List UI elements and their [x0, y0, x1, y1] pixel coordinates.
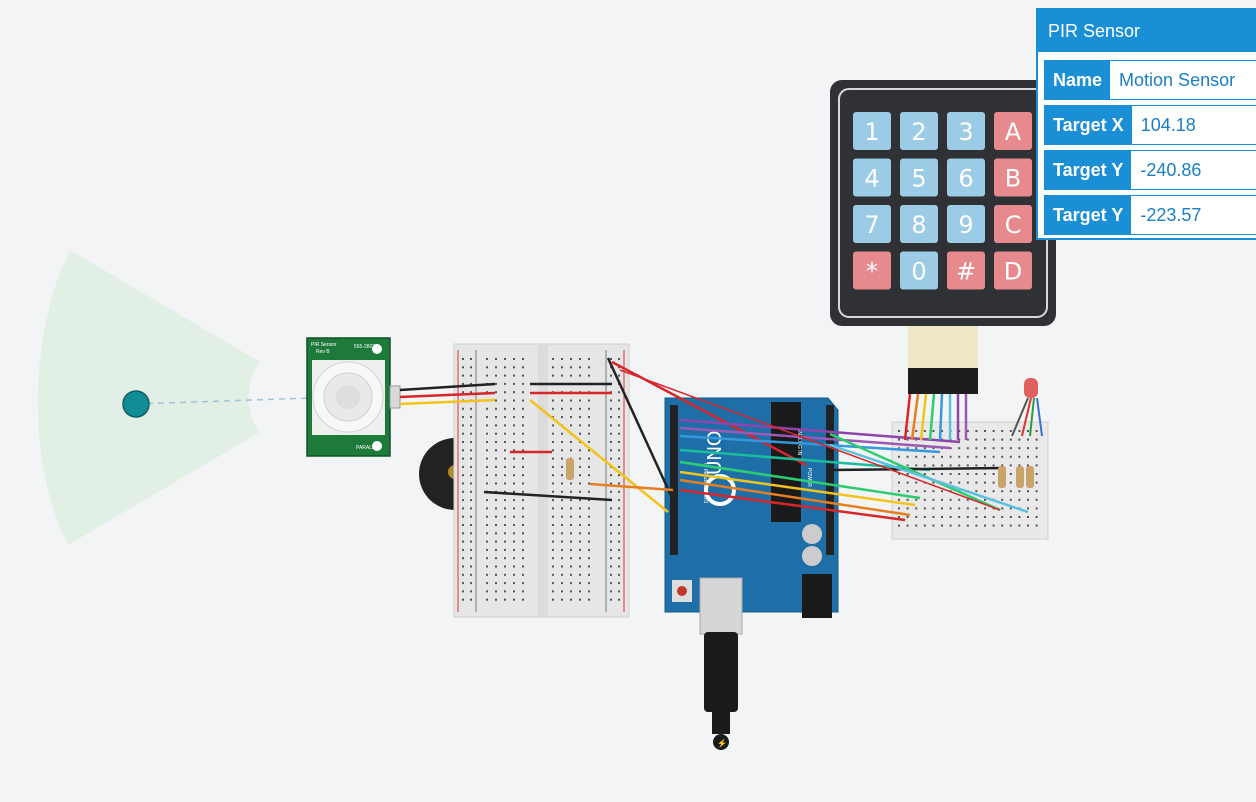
keypad-key-face[interactable] [853, 205, 891, 243]
keypad-key-face[interactable] [947, 158, 985, 197]
svg-text:⚡: ⚡ [717, 738, 727, 748]
property-value-name[interactable]: Motion Sensor [1110, 61, 1236, 99]
keypad-key-face[interactable] [900, 251, 938, 290]
property-label: Target Y [1045, 151, 1132, 189]
keypad-key-face[interactable] [994, 158, 1032, 197]
pir-detection-cone [37, 250, 311, 545]
keypad-key-label: 5 [911, 165, 926, 193]
pir-label-left: PIR Sensor [311, 342, 337, 348]
keypad-keys[interactable]: 1 2 3 A 4 5 6 B 7 8 9 C * 0 # D [853, 112, 1032, 290]
keypad-key-face[interactable] [900, 158, 938, 197]
keypad-key-face[interactable] [947, 251, 985, 290]
keypad-key[interactable]: 1 [853, 112, 891, 150]
keypad-key-label: 7 [864, 211, 879, 239]
keypad-key-label: A [1005, 118, 1022, 146]
wires [399, 357, 1029, 522]
property-target-y-row[interactable]: Target Y -240.86 [1044, 150, 1256, 190]
resistors [566, 458, 1034, 488]
pir-sensor[interactable]: PIR Sensor Rev B 555-28027 PARALLAX [306, 337, 401, 457]
keypad-key[interactable]: 8 [900, 205, 938, 243]
property-label: Target Y [1045, 196, 1132, 234]
keypad-key[interactable]: 5 [900, 158, 938, 197]
keypad-key[interactable]: * [853, 251, 891, 290]
keypad-key-face[interactable] [994, 205, 1032, 243]
breadboard-left-rail-holes [462, 358, 472, 601]
keypad-key-label: 0 [911, 258, 926, 286]
property-label: Target X [1045, 106, 1132, 144]
keypad-key[interactable]: B [994, 158, 1032, 197]
keypad-key[interactable]: 0 [900, 251, 938, 290]
keypad-ribbon-cable [908, 326, 978, 394]
keypad-key-label: # [956, 258, 976, 286]
property-target-x-row[interactable]: Target X 104.18 [1044, 105, 1256, 145]
keypad-key-face[interactable] [947, 112, 985, 150]
keypad-key-face[interactable] [994, 112, 1032, 150]
keypad-key[interactable]: 6 [947, 158, 985, 197]
keypad-key-label: 1 [864, 118, 879, 146]
keypad-key[interactable]: 4 [853, 158, 891, 197]
rgb-led[interactable] [1011, 378, 1043, 437]
inspector-title: PIR Sensor [1038, 10, 1256, 52]
keypad-key-label: C [1005, 211, 1022, 239]
keypad-key-face[interactable] [900, 112, 938, 150]
keypad-key[interactable]: A [994, 112, 1032, 150]
property-name-row[interactable]: Name Motion Sensor [1044, 60, 1256, 100]
arduino-label-analog: ANALOG IN [796, 428, 802, 456]
pir-label-part: 555-28027 [354, 344, 378, 350]
keypad-key[interactable]: 2 [900, 112, 938, 150]
property-value-target-y[interactable]: -240.86 [1131, 151, 1202, 189]
keypad-key-label: D [1004, 258, 1022, 286]
keypad-key-label: 9 [958, 211, 973, 239]
keypad-key-label: * [866, 258, 878, 286]
inspector-panel: PIR Sensor Name Motion Sensor Target X 1… [1036, 8, 1256, 240]
keypad-4x4[interactable]: 1 2 3 A 4 5 6 B 7 8 9 C * 0 # D [830, 80, 1056, 394]
keypad-key[interactable]: 3 [947, 112, 985, 150]
keypad-key-label: B [1005, 165, 1021, 193]
keypad-key[interactable]: 7 [853, 205, 891, 243]
motion-target-handle[interactable] [122, 390, 150, 418]
keypad-key-face[interactable] [853, 251, 891, 290]
property-label: Name [1045, 61, 1111, 99]
keypad-key-face[interactable] [853, 158, 891, 197]
pir-label-rev: Rev B [316, 349, 330, 355]
keypad-key-label: 6 [958, 165, 973, 193]
keypad-key[interactable]: 9 [947, 205, 985, 243]
keypad-key-label: 3 [958, 118, 973, 146]
keypad-key[interactable]: # [947, 251, 985, 290]
keypad-key-label: 2 [911, 118, 926, 146]
keypad-key[interactable]: D [994, 251, 1032, 290]
keypad-key-label: 8 [911, 211, 926, 239]
pir-label-brand: PARALLAX [356, 445, 382, 451]
keypad-key-face[interactable] [947, 205, 985, 243]
arduino-label-digital: DIGITAL (PWM ~) [704, 463, 710, 503]
keypad-key[interactable]: C [994, 205, 1032, 243]
property-target-y2-row[interactable]: Target Y -223.57 [1044, 195, 1256, 235]
usb-cable: ⚡ [704, 632, 738, 750]
property-value-target-y2[interactable]: -223.57 [1131, 196, 1202, 234]
keypad-key-face[interactable] [994, 251, 1032, 290]
keypad-key-face[interactable] [853, 112, 891, 150]
breadboard-left[interactable] [453, 343, 630, 618]
property-value-target-x[interactable]: 104.18 [1131, 106, 1196, 144]
keypad-key-label: 4 [864, 165, 879, 193]
arduino-label-power: POWER [806, 468, 812, 487]
keypad-key-face[interactable] [900, 205, 938, 243]
